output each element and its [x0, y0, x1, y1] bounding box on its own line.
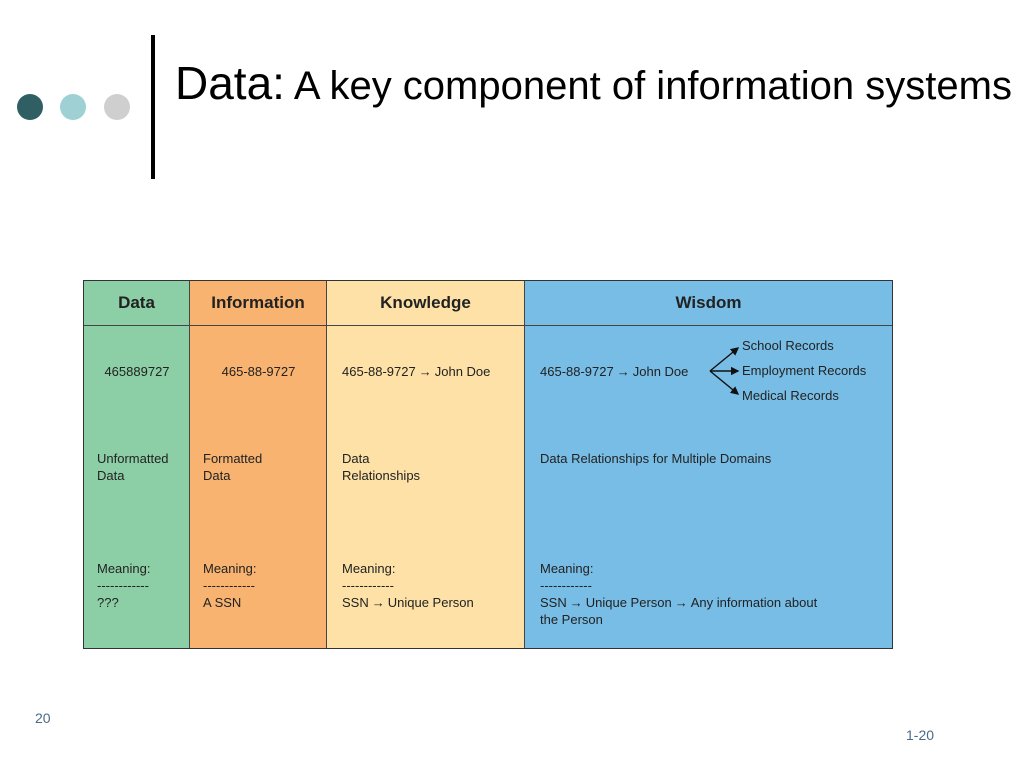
example-value: 465-88-9727→John Doe [342, 364, 491, 379]
dikw-table: Data 465889727 Unformatted Data Meaning:… [83, 280, 893, 649]
meaning: Meaning: ------------ ??? [97, 561, 151, 610]
right-arrow-icon: → [371, 595, 385, 610]
title-divider [151, 35, 155, 179]
column-wisdom: Wisdom 465-88-9727→John Doe School Recor… [525, 281, 892, 648]
description: Data Relationships [342, 451, 421, 483]
right-arrow-icon: → [418, 364, 432, 379]
column-header: Data [84, 281, 189, 326]
bullet-dot-gray [104, 94, 130, 120]
branch-label: Employment Records [742, 363, 867, 378]
example-value: 465889727 [104, 364, 170, 379]
column-header: Information [190, 281, 326, 326]
column-information: Information 465-88-9727 Formatted Data M… [190, 281, 327, 648]
description: Data Relationships for Multiple Domains [540, 451, 772, 466]
title-lead: Data: [175, 57, 285, 109]
page-number: 20 [35, 710, 51, 726]
description: Unformatted Data [97, 451, 169, 483]
meaning: Meaning: ------------ SSN→Unique Person→… [540, 561, 818, 627]
branch-arrows-icon [709, 347, 740, 395]
meaning: Meaning: ------------ SSN→Unique Person [342, 561, 474, 610]
example-value: 465-88-9727 [221, 364, 296, 379]
column-data: Data 465889727 Unformatted Data Meaning:… [84, 281, 190, 648]
bullet-dot-light [60, 94, 86, 120]
bullet-dot-dark [17, 94, 43, 120]
slide-title: Data: A key component of information sys… [175, 55, 1015, 114]
column-knowledge: Knowledge 465-88-9727→John Doe Data Rela… [327, 281, 525, 648]
meaning: Meaning: ------------ A SSN [203, 561, 257, 610]
column-header: Wisdom [525, 281, 892, 326]
right-arrow-icon: → [616, 364, 630, 379]
right-arrow-icon: → [569, 595, 583, 610]
column-header: Knowledge [327, 281, 524, 326]
right-arrow-icon: → [674, 595, 688, 610]
branch-label: Medical Records [742, 388, 839, 403]
example-value: 465-88-9727→John Doe [540, 364, 689, 379]
branch-label: School Records [742, 338, 834, 353]
title-rest: A key component of information systems [284, 64, 1012, 108]
slide-code: 1-20 [906, 727, 935, 743]
description: Formatted Data [203, 451, 263, 483]
